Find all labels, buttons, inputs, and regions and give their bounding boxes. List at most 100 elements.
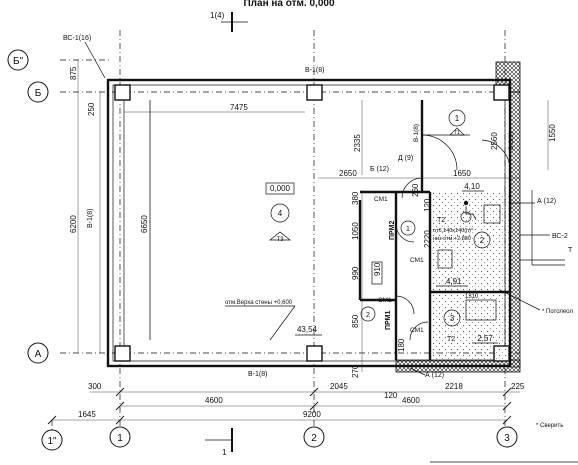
prm1-label: ПРМ1	[385, 311, 392, 330]
leader-corner	[84, 41, 106, 79]
dim-2220: 2220	[423, 230, 432, 248]
section-mark-top-label: 1(4)	[210, 11, 225, 20]
axis-b-label: Б	[35, 88, 42, 99]
wall-mark-bottom: В-1(8)	[248, 371, 267, 378]
room-1-number: 1	[455, 114, 460, 123]
window-b-mark: Б (12)	[370, 166, 389, 173]
room-1-area: 4,10	[464, 182, 480, 191]
floor-level-1: отб.140х140(h)*	[433, 228, 474, 234]
small-1310: 1310	[465, 294, 479, 300]
dim-2650: 2650	[339, 169, 357, 178]
door-swing-1	[395, 223, 415, 243]
dim-990: 990	[351, 266, 360, 280]
a12-bottom-mark: А (12)	[425, 372, 444, 379]
dim-380: 380	[351, 191, 360, 205]
dim-260: 260	[411, 183, 420, 197]
corridor-number-top: 1	[406, 226, 410, 233]
dim-300: 300	[88, 382, 102, 391]
dimensions: 875 250 6200 6650 7475 2335 2560 1550 26…	[47, 60, 557, 425]
door-d-mark: Д (9)	[398, 155, 413, 162]
prm2-label: ПРМ2	[389, 221, 396, 240]
axis-1-label: 1	[117, 433, 123, 444]
cm1-label-2: СМ1	[410, 257, 424, 264]
room-2-tag: Т2	[437, 217, 445, 224]
cm1-label-3: СМ1	[378, 297, 392, 304]
room-2-number: 2	[480, 236, 485, 245]
axis-2: 2	[303, 426, 325, 448]
dim-9200: 9200	[303, 410, 321, 419]
dim-120: 120	[423, 198, 432, 212]
dim-1645: 1645	[78, 410, 96, 419]
wall-mark-right: В-3(9)	[508, 132, 515, 150]
dim-875: 875	[69, 66, 78, 80]
cm1-label-1: СМ1	[374, 196, 388, 203]
room-4-number: 4	[278, 209, 283, 218]
dim-6650: 6650	[140, 215, 149, 233]
leader-potolok	[499, 289, 541, 311]
dim-2560: 2560	[490, 132, 499, 150]
axis-b: Б	[27, 81, 49, 103]
room-1-tag: Т1	[454, 130, 460, 136]
door-swing-2	[395, 295, 415, 315]
dim-270: 270	[351, 364, 360, 378]
room-3-label: 3 Т2 2,57 1310	[443, 294, 498, 344]
axis-b-prime-label: Б"	[13, 56, 24, 67]
axis-2-label: 2	[311, 433, 317, 444]
a12-right-mark: А (12)	[537, 198, 556, 205]
note-sverit: * Сверить	[536, 423, 563, 429]
room-3-area: 2,57	[477, 334, 493, 343]
dim-1550: 1550	[548, 124, 557, 142]
floor-level-2: низ отм.+2,880	[433, 236, 471, 242]
room-4-level: 0,000	[270, 184, 291, 193]
section-mark-top: 1(4)	[210, 11, 248, 32]
room-3-tag: Т2	[447, 336, 455, 343]
room-4-tag: Т3	[276, 237, 284, 243]
room-1-walls	[401, 100, 470, 199]
wall-mark-left: В-1(8)	[87, 209, 94, 228]
axis-a-label: А	[35, 349, 42, 360]
section-mark-bottom: 1	[205, 428, 233, 457]
dim-4600-b: 4600	[402, 396, 420, 405]
dim-910: 910	[373, 262, 382, 276]
room-2-label: 2 Т2 4,91 отб.140х140(h)* низ отм.+2,880	[433, 217, 491, 287]
corridor-label: 1 2	[360, 220, 416, 322]
note-potolok: * Потолеол	[542, 309, 573, 315]
wall-mark-corner: ВС-1(16)	[63, 35, 91, 42]
section-mark-bottom-label: 1	[222, 448, 227, 457]
door-swing-3	[409, 321, 429, 341]
dim-1050: 1050	[351, 222, 360, 240]
room-3-number: 3	[450, 314, 455, 323]
axis-1: 1	[109, 426, 131, 448]
leader-wall-top-2	[269, 305, 296, 341]
room-1-label: 1 Т1 4,10	[448, 109, 484, 192]
wall-mark-bc2: ВС-2	[552, 233, 568, 240]
dim-2218: 2218	[445, 382, 463, 391]
room-2-area: 4,91	[446, 277, 462, 286]
cm1-label-4: СМ1	[410, 327, 424, 334]
axis-a: А	[27, 342, 49, 364]
wheelchair-icon	[460, 200, 477, 223]
dim-1650: 1650	[453, 169, 471, 178]
wall-top-level: отм.Верха стены +0,600	[225, 300, 293, 306]
axis-3-label: 3	[504, 433, 510, 444]
wall-mark-top: В-1(8)	[305, 67, 324, 74]
door-swing-right	[481, 139, 511, 171]
wall-mark-inner: В-1(8)	[413, 124, 420, 142]
dim-2045: 2045	[330, 382, 348, 391]
plan-title: План на отм. 0,000	[243, 0, 334, 9]
room-4-area: 43,54	[297, 325, 318, 334]
dim-2335: 2335	[353, 134, 362, 152]
dim-7475: 7475	[230, 103, 248, 112]
leader-a12-bottom	[409, 367, 426, 376]
dim-4600-a: 4600	[205, 396, 223, 405]
corridor-number: 2	[366, 312, 370, 319]
axis-1-prime: 1"	[41, 429, 63, 451]
axis-3: 3	[496, 426, 518, 448]
room-4-label: 0,000 4 Т3 43,54	[265, 182, 322, 336]
dim-6200: 6200	[69, 215, 78, 233]
dim-250: 250	[87, 102, 96, 116]
dim-850: 850	[351, 314, 360, 328]
dim-120b: 120	[384, 391, 398, 400]
dim-180: 180	[397, 338, 406, 352]
